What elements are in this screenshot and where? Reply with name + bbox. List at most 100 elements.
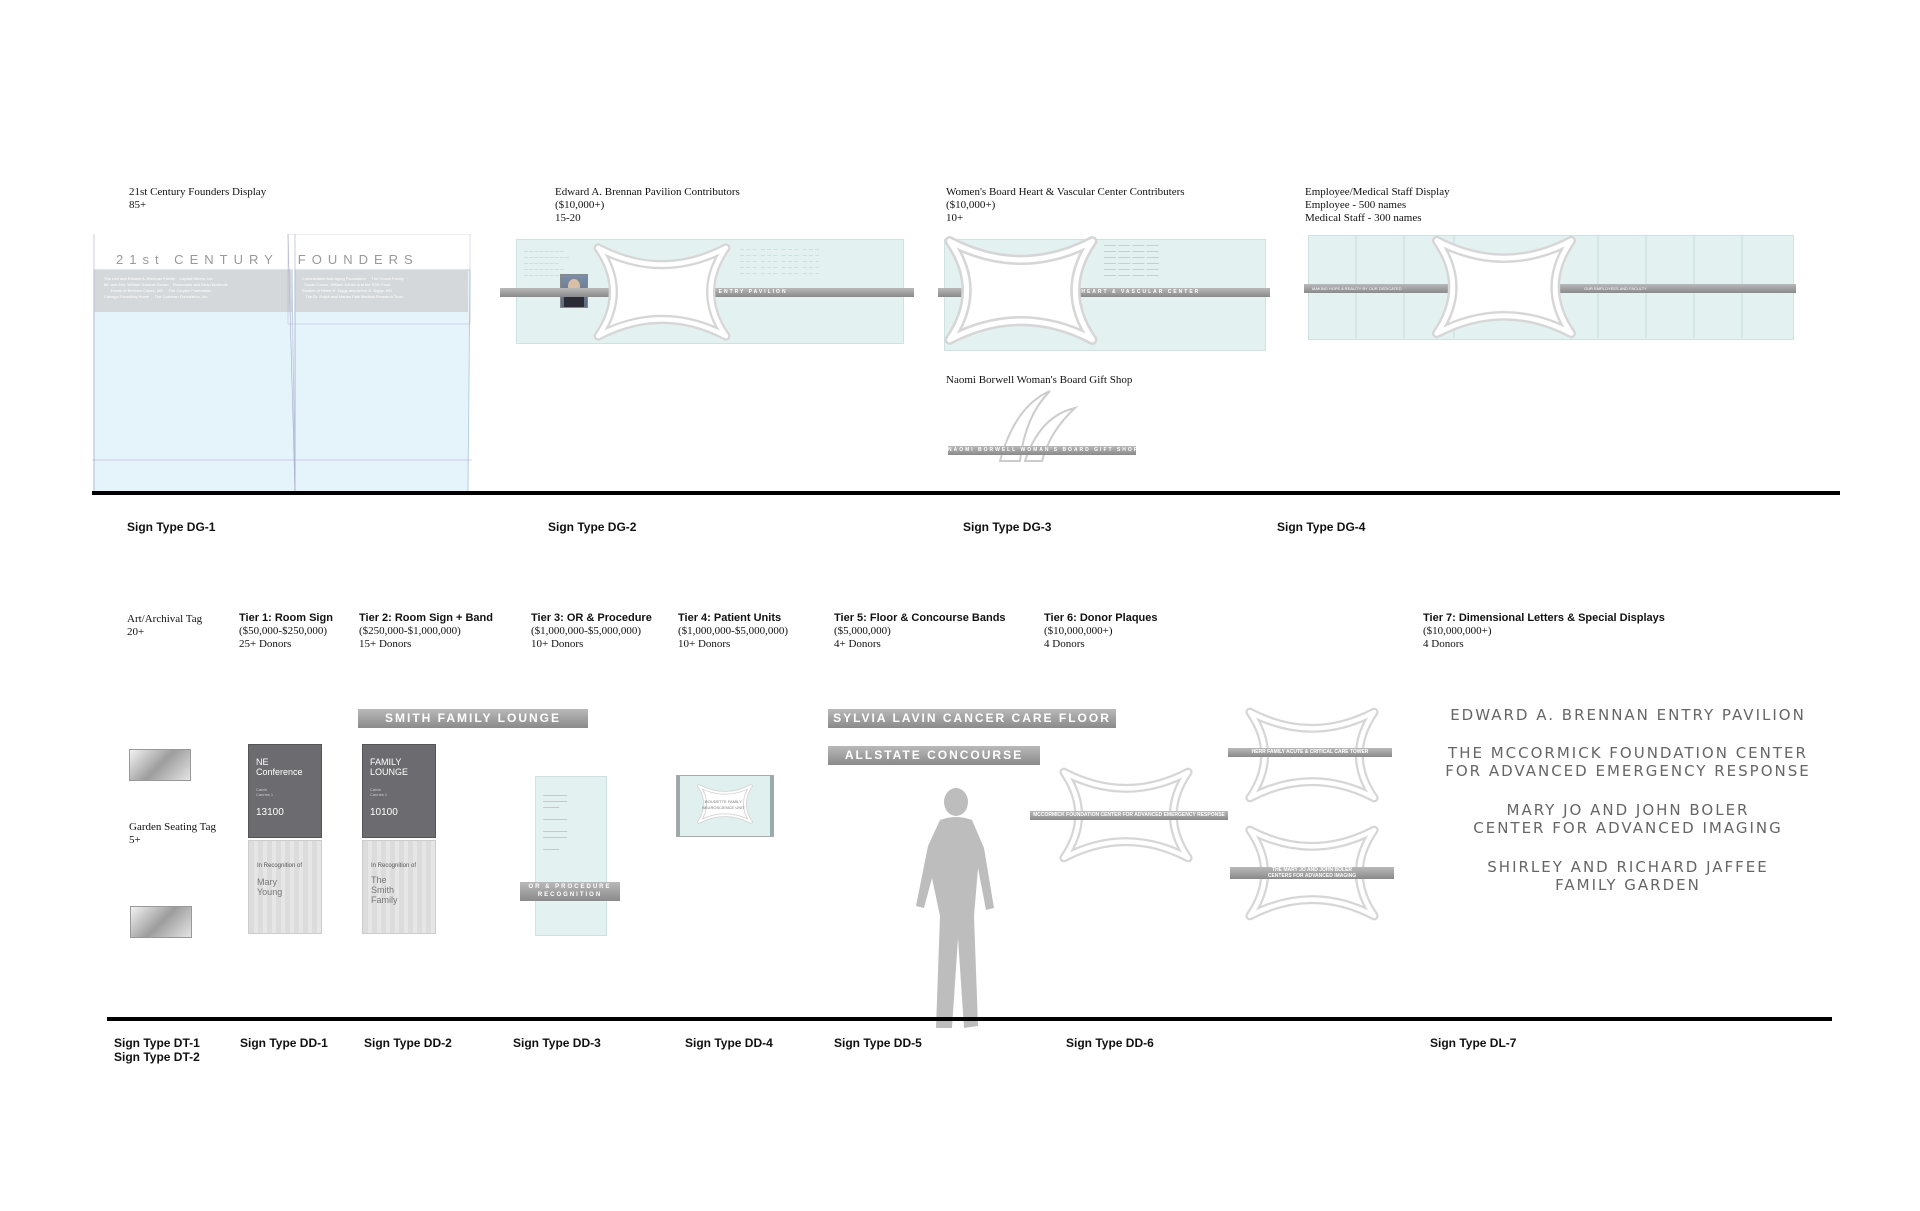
dt-title: Art/Archival Tag <box>127 613 203 625</box>
dg4-x-logo-icon <box>1424 226 1584 348</box>
person-silhouette-icon <box>916 788 994 1028</box>
dd5-band-concourse: ALLSTATE CONCOURSE <box>828 746 1040 765</box>
dd1-recog-name: Mary Young <box>257 877 283 897</box>
dg2-caption: Edward A. Brennan Pavilion Contributors(… <box>555 186 740 225</box>
dt-title2: Garden Seating Tag <box>129 821 217 833</box>
dg4-band-right: OUR EMPLOYEES AND FACULTY <box>1584 286 1647 291</box>
dg1-glass-panels <box>92 233 472 495</box>
dd3-caption: Tier 3: OR & Procedure($1,000,000-$5,000… <box>531 612 652 651</box>
dd6-tier: Tier 6: Donor Plaques <box>1044 612 1158 624</box>
gift-shop-swoosh-icon <box>980 378 1080 474</box>
dg3-gift-title: Naomi Borwell Woman's Board Gift Shop <box>946 374 1133 386</box>
dl7-caption: Tier 7: Dimensional Letters & Special Di… <box>1423 612 1665 651</box>
sign-type-dl7: Sign Type DL-7 <box>1430 1036 1517 1050</box>
dd3-plaque <box>535 776 607 936</box>
dg1-display: 21st CENTURY FOUNDERS The Lee and Edward… <box>92 233 472 495</box>
sign-type-dd2: Sign Type DD-2 <box>364 1036 452 1050</box>
dg2-count: 15-20 <box>555 212 581 224</box>
dg2-amount: ($10,000+) <box>555 199 605 211</box>
dg1-title: 21st Century Founders Display <box>129 186 267 198</box>
dd2-caption: Tier 2: Room Sign + Band($250,000-$1,000… <box>359 612 493 651</box>
dg2-names-left: — — — — — — — — — — — — — — — — — — — — … <box>524 248 569 277</box>
dt-count2: 5+ <box>129 834 141 846</box>
sign-type-dd3: Sign Type DD-3 <box>513 1036 601 1050</box>
dg3-count: 10+ <box>946 212 964 224</box>
dd2-band: SMITH FAMILY LOUNGE <box>358 709 588 728</box>
dg4-line1: Employee - 500 names <box>1305 199 1407 211</box>
dd1-tier: Tier 1: Room Sign <box>239 612 333 624</box>
dg4-line2: Medical Staff - 300 names <box>1305 212 1422 224</box>
sign-type-dd4: Sign Type DD-4 <box>685 1036 773 1050</box>
dd1-recog-label: In Recognition of <box>257 863 303 869</box>
dd2-recog-label: In Recognition of <box>371 863 417 869</box>
dg3-amount: ($10,000+) <box>946 199 996 211</box>
bottom-baseline <box>107 1017 1832 1021</box>
dg2-names-right: — — — — — — — — — — — — — — — — — — — — … <box>740 246 820 275</box>
top-baseline <box>92 491 1840 495</box>
dg1-names-left: The Lee and Edward A. Brennan Family Cap… <box>104 276 228 299</box>
dl7-line-4: SHIRLEY AND RICHARD JAFFEE FAMILY GARDEN <box>1487 858 1769 894</box>
dd1-donors: 25+ Donors <box>239 638 292 650</box>
art-archival-tag <box>129 749 191 781</box>
dd1-room-name: NE Conference <box>256 757 303 777</box>
dg3-names: ——— ——— ——— ——— ——— ——— ——— ——— ——— ——— … <box>1104 242 1159 277</box>
dd3-tier: Tier 3: OR & Procedure <box>531 612 652 624</box>
dd6-band-mccormick: MCCORMICK FOUNDATION CENTER FOR ADVANCED… <box>1030 811 1228 820</box>
dd1-caption: Tier 1: Room Sign($50,000-$250,000)25+ D… <box>239 612 333 651</box>
sign-type-dd5: Sign Type DD-5 <box>834 1036 922 1050</box>
dd5-donors: 4+ Donors <box>834 638 881 650</box>
dd2-donors: 15+ Donors <box>359 638 412 650</box>
dg1-panel-heading: 21st CENTURY FOUNDERS <box>116 252 419 267</box>
sign-type-dg2: Sign Type DG-2 <box>548 520 637 534</box>
dg1-count: 85+ <box>129 199 147 211</box>
dd5-tier: Tier 5: Floor & Concourse Bands <box>834 612 1006 624</box>
sign-type-dg3: Sign Type DG-3 <box>963 520 1052 534</box>
dd5-band-cancer: SYLVIA LAVIN CANCER CARE FLOOR <box>828 709 1116 728</box>
dl7-line-1: EDWARD A. BRENNAN ENTRY PAVILION <box>1450 706 1806 724</box>
dd6-band-boler: THE MARY JO AND JOHN BOLER CENTERS FOR A… <box>1230 867 1394 879</box>
dd6-caption: Tier 6: Donor Plaques($10,000,000+)4 Don… <box>1044 612 1158 651</box>
dg2-x-logo-icon <box>586 236 738 348</box>
dd1-room-number: 13100 <box>256 807 284 818</box>
dg3-caption: Women's Board Heart & Vascular Center Co… <box>946 186 1185 225</box>
dl7-donors: 4 Donors <box>1423 638 1464 650</box>
dg3-gift-band: NAOMI BORWELL WOMAN'S BOARD GIFT SHOP <box>948 446 1136 455</box>
dd6-donors: 4 Donors <box>1044 638 1085 650</box>
dg3-x-logo-icon <box>936 228 1106 353</box>
sign-type-dd6: Sign Type DD-6 <box>1066 1036 1154 1050</box>
dd2-amount: ($250,000-$1,000,000) <box>359 625 461 637</box>
sign-type-dg4: Sign Type DG-4 <box>1277 520 1366 534</box>
dd3-amount: ($1,000,000-$5,000,000) <box>531 625 641 637</box>
dd2-tier: Tier 2: Room Sign + Band <box>359 612 493 624</box>
dl7-amount: ($10,000,000+) <box>1423 625 1492 637</box>
sign-type-dg1: Sign Type DG-1 <box>127 520 216 534</box>
dl7-line-3: MARY JO AND JOHN BOLER CENTER FOR ADVANC… <box>1473 801 1783 837</box>
dd3-donors: 10+ Donors <box>531 638 584 650</box>
dd6-band-herr: HERR FAMILY ACUTE & CRITICAL CARE TOWER <box>1228 748 1392 757</box>
dd2-room-number: 10100 <box>370 807 398 818</box>
sign-type-dd1: Sign Type DD-1 <box>240 1036 328 1050</box>
dd1-recognition-panel: In Recognition of Mary Young <box>248 840 322 934</box>
dl7-line-2: THE MCCORMICK FOUNDATION CENTER FOR ADVA… <box>1445 744 1811 780</box>
dd3-band: OR & PROCEDURE RECOGNITION <box>520 882 620 901</box>
dg4-title: Employee/Medical Staff Display <box>1305 186 1450 198</box>
dg1-names-right: Consolidated Anti-Aging Foundation The C… <box>302 276 404 299</box>
dd1-amount: ($50,000-$250,000) <box>239 625 327 637</box>
dd4-amount: ($1,000,000-$5,000,000) <box>678 625 788 637</box>
dd6-amount: ($10,000,000+) <box>1044 625 1113 637</box>
dl7-tier: Tier 7: Dimensional Letters & Special Di… <box>1423 612 1665 624</box>
dd4-tier: Tier 4: Patient Units <box>678 612 782 624</box>
dd4-plaque-text: BOUDETTE FAMILY NEUROSCIENCE UNIT <box>702 799 745 810</box>
dt-count: 20+ <box>127 626 145 638</box>
dd5-amount: ($5,000,000) <box>834 625 891 637</box>
dd3-plaque-text: —————— —————— ———— —————— —————— —————— … <box>543 792 568 851</box>
dd5-caption: Tier 5: Floor & Concourse Bands($5,000,0… <box>834 612 1006 651</box>
